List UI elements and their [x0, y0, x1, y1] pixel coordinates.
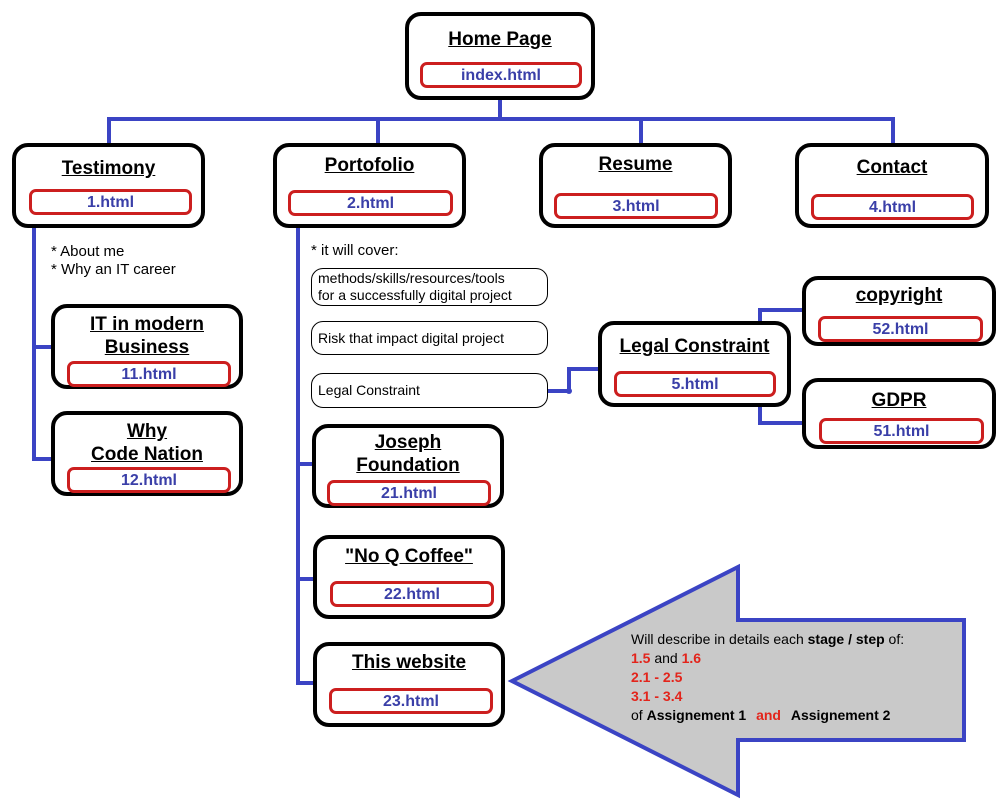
callout-assignment-2: Assignement 2 — [790, 707, 891, 723]
contact-file[interactable]: 4.html — [811, 194, 974, 220]
copyright-title: copyright — [855, 285, 943, 306]
no-q-coffee-file[interactable]: 22.html — [330, 581, 494, 607]
testimony-file[interactable]: 1.html — [29, 189, 192, 215]
callout-of: of — [631, 707, 647, 723]
legal-constraint-node[interactable]: Legal Constraint 5.html — [598, 321, 791, 407]
testimony-node[interactable]: Testimony 1.html — [12, 143, 205, 228]
contact-title: Contact — [856, 157, 928, 178]
it-modern-business-node[interactable]: IT in modern Business 11.html — [51, 304, 243, 389]
callout-intro-suffix: of: — [884, 631, 905, 647]
portfolio-intro: * it will cover: — [311, 242, 399, 259]
portfolio-item-risk: Risk that impact digital project — [311, 321, 548, 355]
home-page-node[interactable]: Home Page index.html — [405, 12, 595, 100]
portofolio-title: Portofolio — [324, 155, 415, 176]
why-code-nation-file[interactable]: 12.html — [67, 467, 231, 493]
portfolio-item-methods: methods/skills/resources/tools for a suc… — [311, 268, 548, 306]
it-modern-business-file[interactable]: 11.html — [67, 361, 231, 387]
this-website-file[interactable]: 23.html — [329, 688, 493, 714]
testimony-note-about: * About me — [51, 243, 125, 260]
home-page-file[interactable]: index.html — [420, 62, 582, 88]
portofolio-node[interactable]: Portofolio 2.html — [273, 143, 466, 228]
testimony-note-career: * Why an IT career — [51, 261, 176, 278]
callout-step-1-6: 1.6 — [681, 650, 702, 666]
gdpr-title: GDPR — [871, 390, 927, 411]
why-code-nation-node[interactable]: Why Code Nation 12.html — [51, 411, 243, 496]
callout-assignment-1: Assignement 1 — [646, 707, 747, 723]
callout-and-2: and — [756, 707, 781, 723]
joseph-foundation-node[interactable]: Joseph Foundation 21.html — [312, 424, 504, 508]
legal-constraint-title: Legal Constraint — [619, 336, 770, 357]
it-modern-business-title: IT in modern Business — [90, 314, 204, 358]
callout-intro-bold: stage / step — [807, 631, 885, 647]
resume-title: Resume — [598, 154, 673, 175]
joseph-foundation-title: Joseph Foundation — [356, 432, 460, 476]
gdpr-file[interactable]: 51.html — [819, 418, 984, 444]
gdpr-node[interactable]: GDPR 51.html — [802, 378, 996, 449]
resume-file[interactable]: 3.html — [554, 193, 718, 219]
callout-line-4: of Assignement 1 and Assignement 2 — [631, 706, 890, 725]
why-code-nation-title: Why Code Nation — [91, 421, 203, 465]
joseph-foundation-file[interactable]: 21.html — [327, 480, 491, 506]
this-website-title: This website — [351, 652, 467, 673]
this-website-node[interactable]: This website 23.html — [313, 642, 505, 727]
legal-constraint-file[interactable]: 5.html — [614, 371, 776, 397]
callout-step-1-5: 1.5 — [631, 650, 651, 666]
copyright-file[interactable]: 52.html — [818, 316, 983, 342]
portfolio-item-legal: Legal Constraint — [311, 373, 548, 408]
testimony-title: Testimony — [61, 158, 156, 179]
resume-node[interactable]: Resume 3.html — [539, 143, 732, 228]
no-q-coffee-node[interactable]: "No Q Coffee" 22.html — [313, 535, 505, 619]
home-page-title: Home Page — [448, 29, 552, 50]
portofolio-file[interactable]: 2.html — [288, 190, 453, 216]
contact-node[interactable]: Contact 4.html — [795, 143, 989, 228]
copyright-node[interactable]: copyright 52.html — [802, 276, 996, 346]
callout-line-2: 2.1 - 2.5 — [631, 669, 683, 685]
callout-and-1: and — [650, 650, 682, 666]
callout-arrow-shape — [507, 563, 966, 799]
callout-intro-prefix: Will describe in details each — [631, 631, 808, 647]
callout-intro: Will describe in details each stage / st… — [631, 630, 904, 649]
callout-line-1: 1.5 and 1.6 — [631, 649, 701, 668]
callout-line-3: 3.1 - 3.4 — [631, 688, 683, 704]
no-q-coffee-title: "No Q Coffee" — [345, 546, 473, 567]
